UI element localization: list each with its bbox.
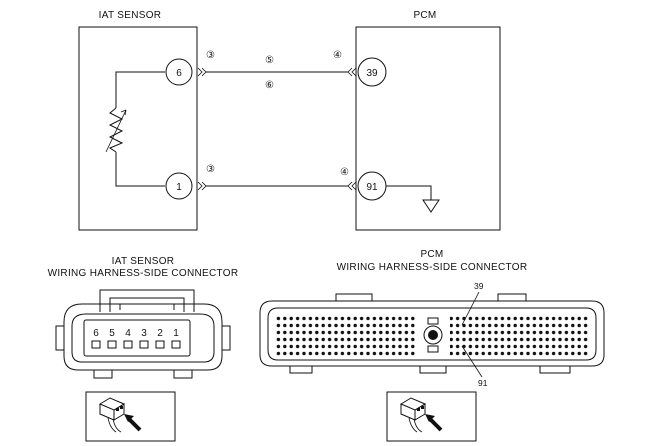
iat-terminal-label-5: 5: [109, 328, 115, 339]
pcm-pin-91: 91: [357, 171, 387, 201]
ground-symbol: [386, 185, 440, 213]
marker-top-left: ③: [206, 50, 215, 61]
marker-bottom-right: ④: [340, 167, 349, 178]
pcm-box: [355, 26, 501, 231]
pcm-callout-39-label: 39: [474, 281, 484, 291]
iat-internal-wire-bottom: [115, 152, 165, 187]
iat-terminal-6: [91, 340, 101, 349]
pcm-callout-91: 91: [461, 345, 488, 388]
pcm-terminal-field-left: [276, 314, 416, 356]
pcm-title: PCM: [413, 10, 436, 21]
marker-top-middle-upper: ⑤: [265, 55, 274, 66]
marker-top-right: ④: [333, 50, 342, 61]
iat-terminal-1: [171, 340, 181, 349]
iat-terminal-5: [107, 340, 117, 349]
pcm-view-direction-icon: [386, 391, 477, 442]
pcm-pin-39: 39: [357, 57, 387, 87]
signal-wire-top: [197, 67, 357, 77]
iat-terminal-label-2: 2: [157, 328, 163, 339]
iat-connector-section: IAT SENSOR WIRING HARNESS-SIDE CONNECTOR…: [48, 256, 239, 379]
marker-top-middle-lower: ⑥: [265, 80, 274, 91]
marker-bottom-left: ③: [206, 164, 215, 175]
iat-terminal-label-3: 3: [141, 328, 147, 339]
pcm-connector-title-1: PCM: [420, 249, 443, 260]
iat-connector-title-1: IAT SENSOR: [112, 256, 175, 267]
iat-view-direction-icon: [85, 391, 176, 442]
thermistor-symbol: [105, 107, 127, 153]
pcm-callout-39: 39: [461, 281, 484, 326]
iat-pin-6-label: 6: [176, 68, 182, 79]
iat-terminal-4: [123, 340, 133, 349]
iat-internal-wire-top: [115, 71, 165, 108]
iat-connector-face: [55, 289, 231, 379]
schematic: IAT SENSOR PCM 6 1 39 91: [78, 10, 501, 231]
pcm-terminal-field-right: [450, 314, 588, 356]
iat-sensor-box: [78, 26, 198, 231]
pcm-connector-section: PCM WIRING HARNESS-SIDE CONNECTOR 39: [259, 249, 605, 388]
iat-connector-title-2: WIRING HARNESS-SIDE CONNECTOR: [48, 268, 239, 279]
pcm-pin-39-label: 39: [366, 68, 378, 79]
pcm-callout-91-label: 91: [478, 378, 488, 388]
iat-terminal-label-1: 1: [173, 328, 179, 339]
pcm-connector-title-2: WIRING HARNESS-SIDE CONNECTOR: [337, 262, 528, 273]
iat-pin-1-label: 1: [176, 182, 182, 193]
iat-terminal-3: [139, 340, 149, 349]
pcm-pin-91-label: 91: [366, 182, 378, 193]
iat-terminal-label-6: 6: [93, 328, 99, 339]
iat-pin-1: 1: [165, 172, 193, 200]
iat-terminal-label-4: 4: [125, 328, 131, 339]
iat-sensor-title: IAT SENSOR: [99, 10, 162, 21]
iat-pin-6: 6: [165, 58, 193, 86]
pcm-connector-face: [259, 293, 605, 374]
signal-wire-bottom: [197, 181, 357, 191]
iat-terminal-2: [155, 340, 165, 349]
